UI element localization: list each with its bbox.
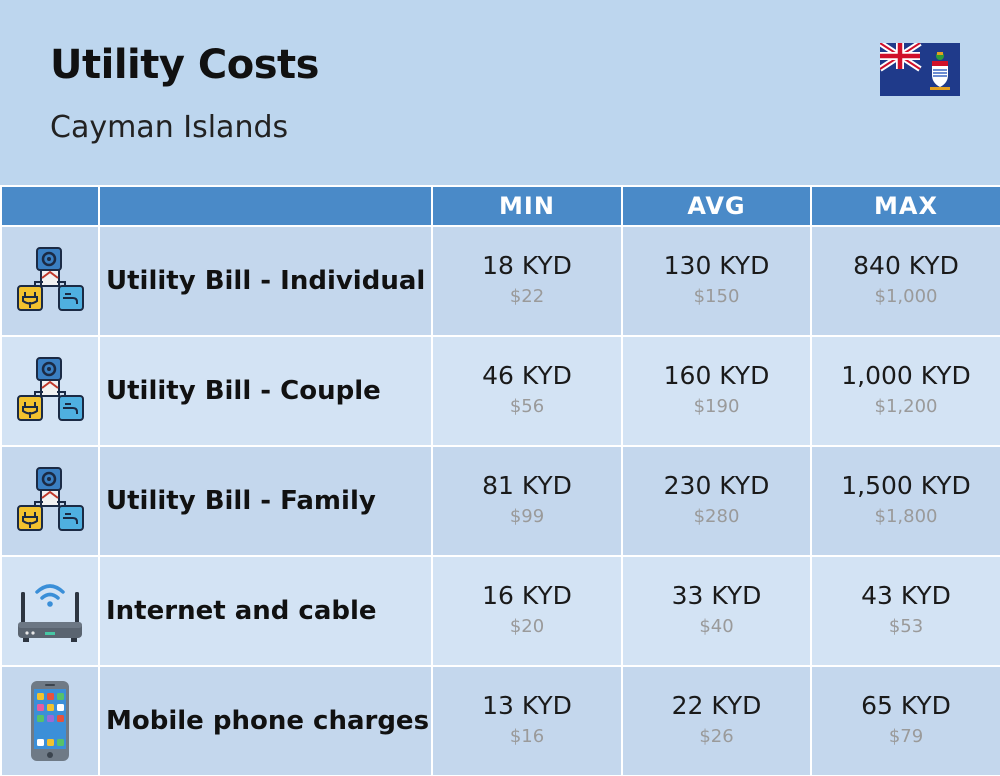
avg-cell: 22 KYD $26	[621, 665, 812, 776]
avg-local-value: 33 KYD	[671, 581, 762, 610]
max-local-value: 43 KYD	[861, 581, 951, 610]
avg-usd-value: $190	[693, 396, 740, 417]
cayman-islands-flag-icon	[880, 43, 960, 96]
min-cell: 81 KYD $99	[431, 445, 623, 557]
min-local-value: 18 KYD	[482, 251, 572, 280]
avg-local-value: 230 KYD	[663, 471, 770, 500]
min-usd-value: $20	[509, 616, 545, 637]
max-usd-value: $1,000	[874, 286, 938, 307]
row-icon-cell	[0, 445, 100, 557]
min-cell: 18 KYD $22	[431, 225, 623, 337]
row-label: Utility Bill - Couple	[98, 335, 433, 447]
table-header-row: MIN AVG MAX	[0, 185, 1000, 227]
header-icon-cell	[0, 185, 100, 227]
max-cell: 840 KYD $1,000	[810, 225, 1000, 337]
max-local-value: 1,000 KYD	[841, 361, 971, 390]
avg-cell: 160 KYD $190	[621, 335, 812, 447]
max-cell: 65 KYD $79	[810, 665, 1000, 776]
avg-local-value: 130 KYD	[663, 251, 770, 280]
max-cell: 43 KYD $53	[810, 555, 1000, 667]
column-header-avg: AVG	[621, 185, 812, 227]
avg-usd-value: $280	[693, 506, 740, 527]
header-label-cell	[98, 185, 433, 227]
row-label: Utility Bill - Individual	[98, 225, 433, 337]
max-usd-value: $53	[888, 616, 924, 637]
row-label: Utility Bill - Family	[98, 445, 433, 557]
max-usd-value: $1,200	[874, 396, 938, 417]
smartphone-icon	[31, 681, 69, 761]
max-cell: 1,500 KYD $1,800	[810, 445, 1000, 557]
page-subtitle: Cayman Islands	[50, 110, 289, 145]
min-cell: 16 KYD $20	[431, 555, 623, 667]
column-header-min: MIN	[431, 185, 623, 227]
min-local-value: 81 KYD	[482, 471, 572, 500]
min-usd-value: $56	[509, 396, 545, 417]
table-row: Utility Bill - Individual 18 KYD $22 130…	[0, 225, 1000, 337]
min-local-value: 46 KYD	[482, 361, 572, 390]
max-cell: 1,000 KYD $1,200	[810, 335, 1000, 447]
table-row: Internet and cable 16 KYD $20 33 KYD $40…	[0, 555, 1000, 667]
utilities-icon	[17, 467, 84, 531]
row-label: Mobile phone charges	[98, 665, 433, 776]
utilities-icon	[17, 357, 84, 421]
column-header-max: MAX	[810, 185, 1000, 227]
max-local-value: 1,500 KYD	[841, 471, 971, 500]
table-row: Mobile phone charges 13 KYD $16 22 KYD $…	[0, 665, 1000, 776]
row-icon-cell	[0, 225, 100, 337]
avg-usd-value: $26	[699, 726, 734, 747]
min-cell: 13 KYD $16	[431, 665, 623, 776]
max-usd-value: $1,800	[874, 506, 938, 527]
utility-costs-table: MIN AVG MAX Utility Bill - Individual 18…	[0, 185, 1000, 776]
min-usd-value: $16	[509, 726, 545, 747]
max-local-value: 840 KYD	[853, 251, 959, 280]
avg-usd-value: $40	[699, 616, 734, 637]
page-header: Utility Costs Cayman Islands	[0, 0, 1000, 185]
avg-cell: 230 KYD $280	[621, 445, 812, 557]
row-label: Internet and cable	[98, 555, 433, 667]
avg-cell: 130 KYD $150	[621, 225, 812, 337]
row-icon-cell	[0, 665, 100, 776]
min-usd-value: $99	[509, 506, 545, 527]
min-local-value: 13 KYD	[482, 691, 572, 720]
wifi-router-icon	[18, 584, 82, 642]
min-usd-value: $22	[509, 286, 545, 307]
min-cell: 46 KYD $56	[431, 335, 623, 447]
row-icon-cell	[0, 335, 100, 447]
avg-local-value: 160 KYD	[663, 361, 770, 390]
table-row: Utility Bill - Family 81 KYD $99 230 KYD…	[0, 445, 1000, 557]
avg-usd-value: $150	[693, 286, 740, 307]
page-title: Utility Costs	[50, 42, 319, 88]
avg-local-value: 22 KYD	[671, 691, 762, 720]
table-row: Utility Bill - Couple 46 KYD $56 160 KYD…	[0, 335, 1000, 447]
avg-cell: 33 KYD $40	[621, 555, 812, 667]
row-icon-cell	[0, 555, 100, 667]
min-local-value: 16 KYD	[482, 581, 572, 610]
max-usd-value: $79	[888, 726, 924, 747]
utilities-icon	[17, 247, 84, 311]
max-local-value: 65 KYD	[861, 691, 951, 720]
